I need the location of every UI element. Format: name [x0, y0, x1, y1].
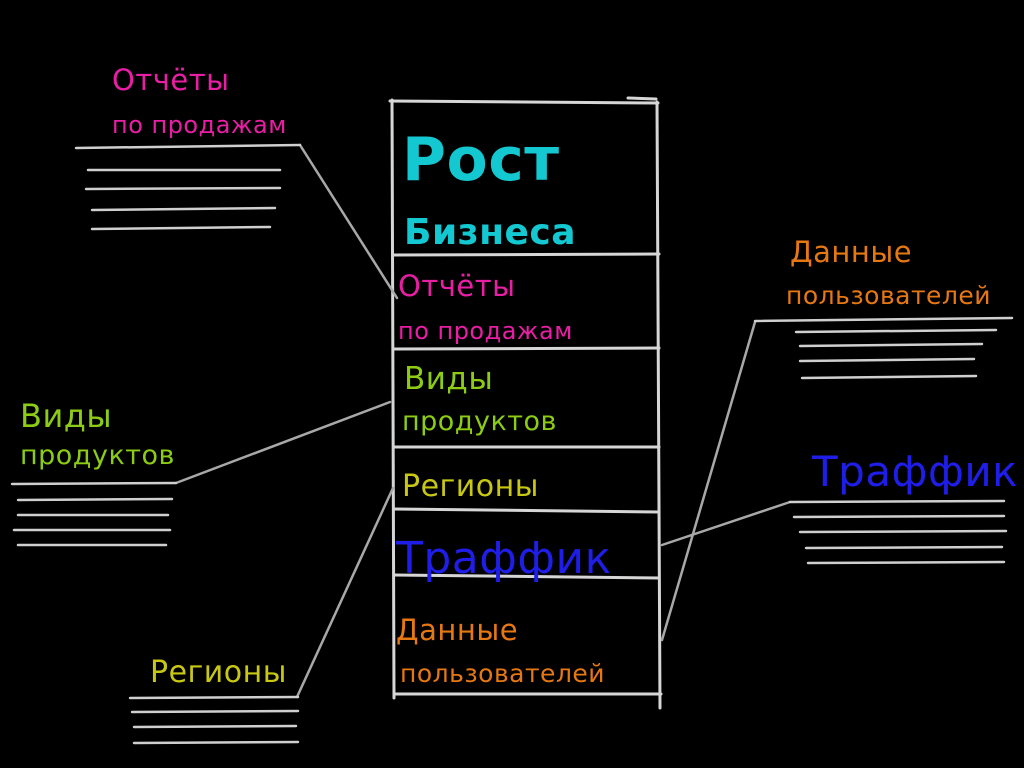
callout-lines	[10, 143, 1014, 745]
regions-line-1	[128, 695, 300, 700]
row-divider-5	[392, 573, 661, 580]
row-divider-1	[392, 252, 661, 257]
callout-products-line2: продуктов	[20, 440, 175, 471]
traffic-line-1	[788, 499, 1006, 504]
column-row-traffic: Траффик	[396, 533, 612, 584]
callout-sales-line2: по продажам	[112, 111, 287, 139]
column-top-border	[388, 99, 660, 105]
column-row-products-line2: продуктов	[402, 406, 557, 437]
users-callout-lines	[753, 316, 1014, 380]
products-line-2	[16, 497, 174, 502]
callout-traffic: Траффик	[812, 447, 1019, 496]
row-divider-4	[392, 507, 661, 514]
callout-users-line2: пользователей	[786, 281, 992, 310]
callout-regions: Регионы	[150, 655, 287, 690]
sales-line-3	[84, 186, 282, 191]
column-row-users-line2: пользователей	[400, 659, 606, 688]
users-line-4	[798, 357, 976, 363]
callout-users-line1: Данные	[790, 235, 913, 269]
connector-traffic	[660, 500, 792, 547]
users-line-2	[794, 328, 998, 334]
users-line-1	[753, 316, 1014, 323]
traffic-line-4	[804, 545, 1004, 550]
traffic-line-5	[806, 560, 1006, 565]
column-row-sales-line2: по продажам	[398, 317, 573, 345]
products-callout-lines	[10, 481, 178, 547]
column-right-border	[655, 100, 662, 710]
sales-line-1	[74, 143, 302, 150]
column-row-products-line1: Виды	[404, 361, 494, 397]
column-left-border	[390, 98, 396, 700]
column-row-regions: Регионы	[402, 469, 539, 504]
traffic-line-2	[792, 514, 1006, 519]
users-line-3	[798, 342, 984, 348]
connector-products	[174, 400, 392, 485]
regions-line-2	[130, 709, 300, 714]
connectors	[174, 143, 792, 699]
connector-regions	[295, 486, 395, 699]
column-title-line1: Рост	[402, 125, 560, 195]
connector-users	[660, 320, 757, 642]
traffic-callout-lines	[788, 499, 1008, 565]
regions-line-3	[132, 724, 298, 729]
connector-sales	[298, 143, 399, 300]
column-row-sales-line1: Отчёты	[398, 269, 516, 303]
column-row-users-line1: Данные	[396, 613, 519, 647]
column-top-border-accent	[626, 96, 658, 101]
callout-products-line1: Виды	[20, 397, 113, 435]
callout-sales-line1: Отчёты	[112, 63, 230, 97]
traffic-line-3	[798, 529, 1008, 534]
sales-line-4	[90, 206, 277, 212]
column-title-line2: Бизнеса	[404, 212, 577, 253]
sales-callout-lines	[74, 143, 302, 231]
row-divider-2	[392, 346, 661, 351]
users-line-5	[800, 374, 978, 380]
regions-callout-lines	[128, 695, 300, 745]
column-frame	[388, 96, 663, 710]
sales-line-5	[90, 225, 272, 231]
products-line-1	[10, 481, 178, 486]
regions-line-4	[132, 740, 300, 745]
